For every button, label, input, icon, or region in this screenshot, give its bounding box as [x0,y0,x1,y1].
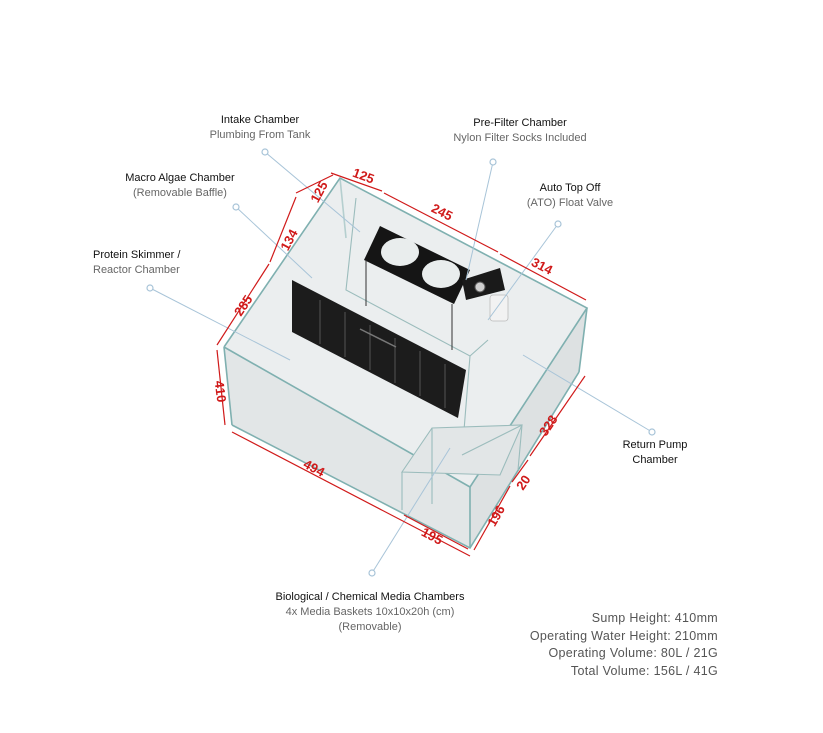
callout-subtitle: 4x Media Baskets 10x10x20h (cm) [285,606,455,618]
spec-operating-volume: Operating Volume: 80L / 21G [548,646,718,660]
dim-125-top: 125 [351,165,377,187]
dimension-lines [216,172,587,557]
spec-sump-height: Sump Height: 410mm [591,611,718,625]
callout-title: Protein Skimmer / [93,249,181,261]
internal-baffles [345,197,523,510]
callout-subtitle: Reactor Chamber [93,264,180,276]
callout-subtitle: Nylon Filter Socks Included [453,132,587,144]
sump-specifications: Sump Height: 410mm Operating Water Heigh… [470,610,718,680]
water-surface [224,178,587,487]
tank-front-face [224,347,470,548]
callout-protein-skimmer: Protein Skimmer / Reactor Chamber [93,248,223,278]
callout-prefilter-chamber: Pre-Filter Chamber Nylon Filter Socks In… [435,116,605,146]
callout-subtitle: (ATO) Float Valve [526,197,614,209]
callout-intake-chamber: Intake Chamber Plumbing From Tank [180,113,340,143]
callout-title: Pre-Filter Chamber [473,117,567,129]
tank-outline [223,176,589,550]
dim-410: 410 [212,380,230,403]
dim-314: 314 [529,254,556,278]
callout-return-pump-chamber: Return Pump Chamber [610,438,700,468]
leader-lines [149,151,653,574]
callout-title: Auto Top Off [539,182,601,194]
spec-total-volume: Total Volume: 156L / 41G [570,663,718,678]
leader-endpoints [146,148,656,577]
filter-sock-holder [364,226,470,350]
callout-macro-algae-chamber: Macro Algae Chamber (Removable Baffle) [105,171,255,201]
spec-operating-water-height: Operating Water Height: 210mm [529,628,718,643]
callout-subtitle: (Removable Baffle) [133,187,227,199]
callout-title: Intake Chamber [220,114,300,126]
callout-media-chambers: Biological / Chemical Media Chambers 4x … [250,590,490,635]
ato-float-valve [462,268,509,322]
callout-title: Macro Algae Chamber [125,172,235,184]
dim-20: 20 [513,472,534,492]
callout-subtitle-2: (Removable) [338,621,402,633]
tank-right-face [470,308,587,548]
skimmer-baffle-panel [292,280,466,418]
callout-subtitle: Plumbing From Tank [209,129,311,141]
callout-auto-top-off: Auto Top Off (ATO) Float Valve [510,181,630,211]
callout-title: Return Pump [622,439,688,451]
callout-title: Biological / Chemical Media Chambers [275,591,465,603]
dim-245: 245 [429,200,455,223]
callout-subtitle: Chamber [632,454,678,466]
